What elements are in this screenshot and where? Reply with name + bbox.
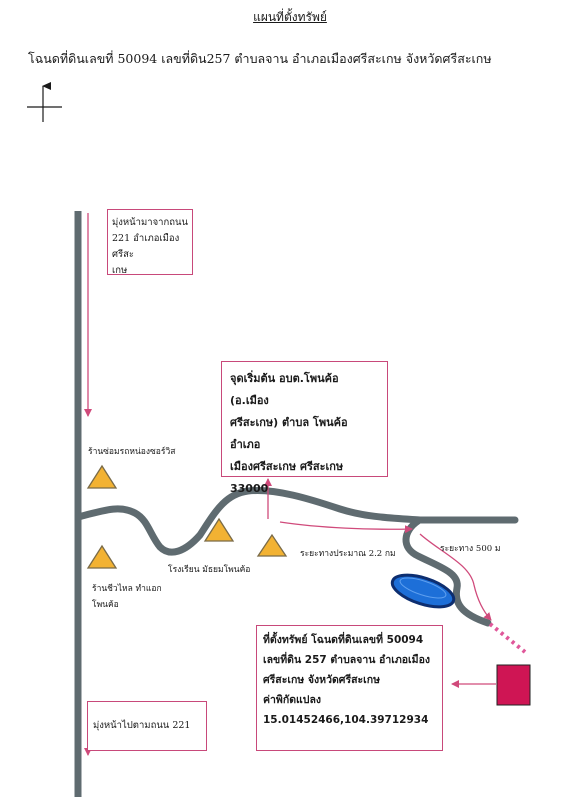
start-point-marker-icon (256, 533, 288, 557)
distance-label-2: ระยะทาง 500 ม (440, 544, 501, 554)
shop-marker-icon (86, 544, 118, 569)
repair-shop-marker-icon (86, 464, 118, 489)
origin-direction-box: มุ่งหน้ามาจากถนน 221 อำเภอเมืองศรีสะ เกษ (107, 209, 193, 276)
property-plot-icon (496, 664, 531, 706)
route-arrow-branch (419, 533, 492, 621)
north-arrow-icon (27, 82, 62, 122)
pond-shape (390, 573, 456, 609)
shop-label-line-2: โพนค้อ (92, 600, 119, 610)
branch-road-dotted-end (488, 622, 527, 654)
repair-shop-label: ร้านซ่อมรถหน่องซอร์วิส (88, 447, 176, 457)
school-marker-icon (203, 517, 235, 542)
shop-label-line-1: ร้านชีวไหล ทำแอก (92, 584, 162, 594)
location-line-3: ศรีสะเกษ จังหวัดศรีสะเกษ (263, 674, 381, 686)
origin-line-2: 221 อำเภอเมืองศรีสะ (112, 233, 180, 260)
location-line-4: ค่าพิกัดแปลง (263, 694, 322, 706)
origin-line-1: มุ่งหน้ามาจากถนน (112, 217, 188, 228)
local-road (74, 487, 519, 556)
distance-label-1: ระยะทางประมาณ 2.2 กม (300, 549, 396, 559)
route-arrow-main (279, 521, 413, 534)
start-line-1: จุดเริ่มต้น อบต.โพนค้อ (อ.เมือง (230, 372, 339, 407)
destination-direction-box: มุ่งหน้าไปตามถนน 221 (87, 701, 207, 751)
branch-road (402, 517, 492, 627)
property-location-box: ที่ตั้งทรัพย์ โฉนดที่ดินเลขที่ 50094 เลข… (256, 625, 443, 751)
origin-line-3: เกษ (112, 265, 128, 276)
start-point-box: จุดเริ่มต้น อบต.โพนค้อ (อ.เมือง ศรีสะเกษ… (221, 361, 388, 495)
location-line-2: เลขที่ดิน 257 ตำบลจาน อำเภอเมือง (263, 654, 431, 666)
location-coordinates: 15.01452466,104.39712934 (263, 714, 429, 726)
deed-info-line: โฉนดที่ดินเลขที่ 50094 เลขที่ดิน257 ตำบล… (28, 51, 492, 66)
start-line-3: เมืองศรีสะเกษ ศรีสะเกษ 33000 (230, 460, 344, 495)
start-line-2: ศรีสะเกษ) ตำบล โพนค้อ อำเภอ (230, 416, 348, 451)
destination-label: มุ่งหน้าไปตามถนน 221 (93, 720, 191, 731)
school-label: โรงเรียน มัธยมโพนค้อ (168, 565, 251, 575)
map-title: แผนที่ตั้งทรัพย์ (253, 10, 327, 24)
location-line-1: ที่ตั้งทรัพย์ โฉนดที่ดินเลขที่ 50094 (263, 634, 424, 646)
